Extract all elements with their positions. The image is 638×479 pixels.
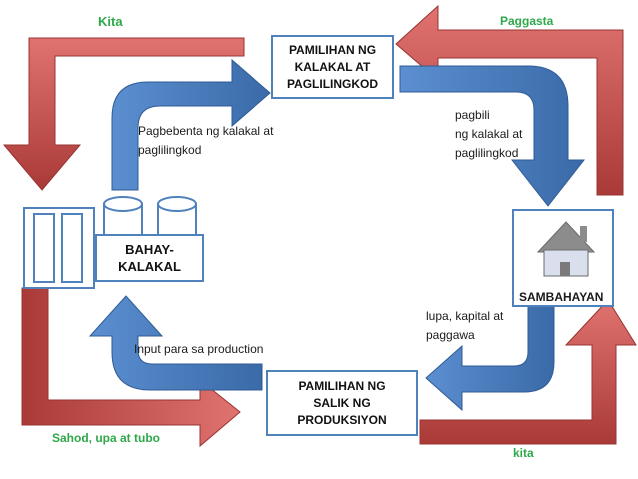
blue-arrow-pagbili [399,65,586,207]
pamilihan-kalakal-label: PAMILIHAN NG KALAKAL AT PAGLILINGKOD [286,42,379,91]
red-arrow-kita-top [2,37,245,191]
factory-building-icon [23,196,197,289]
lupa-label: lupa, kapital at paggawa [426,309,504,342]
pagbili-label: pagbili ng kalakal at paglilingkod [455,108,523,160]
kita-top-label: Kita [98,14,123,29]
pagbebenta-label: Pagbebenta ng kalakal at paglilingkod [138,124,274,157]
house-icon [512,209,614,307]
red-arrow-sahod [21,287,241,448]
blue-arrow-pagbebenta [111,58,271,191]
blue-arrow-lupa [425,305,555,412]
kita-bottom-label: kita [513,446,534,460]
paggasta-label: Paggasta [500,14,554,28]
sahod-label: Sahod, upa at tubo [52,431,160,445]
blue-arrow-input [88,295,263,391]
red-arrow-kita-bottom [419,299,637,445]
bahay-kalakal-label: BAHAY- KALAKAL [118,242,181,274]
pamilihan-kalakal-box: PAMILIHAN NG KALAKAL AT PAGLILINGKOD [271,35,394,99]
sambahayan-label: SAMBAHAYAN [519,290,604,304]
pamilihan-salik-label: PAMILIHAN NG SALIK NG PRODUKSIYON [297,378,387,427]
red-arrow-paggasta [395,4,624,196]
input-label: Input para sa production [134,342,264,356]
pamilihan-salik-box: PAMILIHAN NG SALIK NG PRODUKSIYON [266,370,418,436]
bahay-kalakal-box: BAHAY- KALAKAL [95,234,204,282]
